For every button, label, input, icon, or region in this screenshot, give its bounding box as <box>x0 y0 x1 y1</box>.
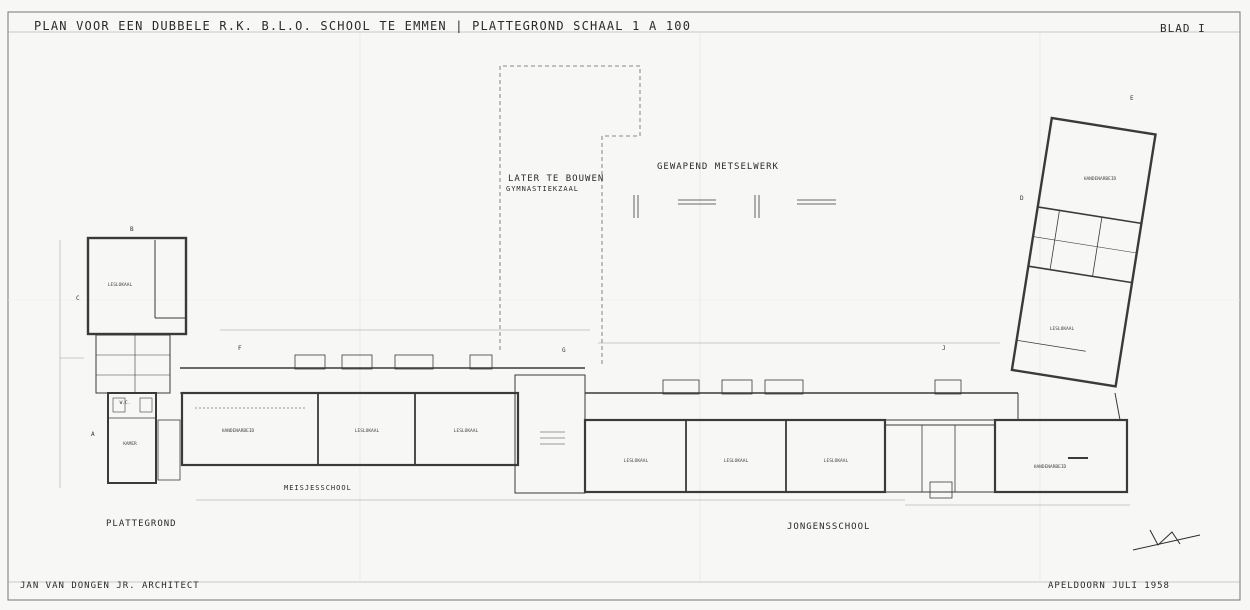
jongensschool-label: JONGENSSCHOOL <box>787 522 871 532</box>
section-marker-c: C <box>76 295 80 302</box>
section-marker-g: G <box>562 347 566 354</box>
gymnastiekzaal-label: GYMNASTIEKZAAL <box>506 185 580 193</box>
section-marker-e: E <box>1130 95 1134 102</box>
room-label: LESLOKAAL <box>1050 326 1075 332</box>
room-label: HANDENARBEID <box>1034 464 1067 470</box>
room-label: LESLOKAAL <box>824 458 849 464</box>
meisjesschool-block <box>180 354 586 494</box>
room-label: LESLOKAAL <box>724 458 749 464</box>
angled-wing <box>1010 116 1157 388</box>
room-labels: LESLOKAAL HANDENARBEID LESLOKAAL LESLOKA… <box>108 176 1117 470</box>
meisjesschool-label: MEISJESSCHOOL <box>284 484 352 492</box>
dimension-lines <box>59 240 1130 506</box>
room-label: LESLOKAAL <box>108 282 133 288</box>
room-label: HANDENARBEID <box>222 428 255 434</box>
architect-name: JAN VAN DONGEN JR. ARCHITECT <box>20 581 200 591</box>
plattegrond-label: PLATTEGROND <box>106 519 177 529</box>
room-label: W.C. <box>120 400 131 406</box>
section-marker-f: F <box>238 345 242 352</box>
room-label: KAMER <box>123 441 137 447</box>
room-label: HANDENARBEID <box>1084 176 1117 182</box>
north-arrow <box>1132 529 1201 551</box>
section-marker-a: A <box>91 431 95 438</box>
gewapend-metselwerk-label: GEWAPEND METSELWERK <box>657 162 779 172</box>
sheet-number: BLAD I <box>1160 22 1206 35</box>
section-marker-d: D <box>1020 195 1024 202</box>
room-label: LESLOKAAL <box>454 428 479 434</box>
room-label: LESLOKAAL <box>624 458 649 464</box>
left-wing <box>86 236 188 484</box>
jongensschool-block <box>583 379 1129 499</box>
future-gym-outline <box>499 65 641 365</box>
room-label: LESLOKAAL <box>355 428 380 434</box>
section-marker-j: J <box>942 345 946 352</box>
outer-border <box>7 11 1241 601</box>
section-marker-b: B <box>130 226 134 233</box>
place-and-date: APELDOORN JULI 1958 <box>1048 581 1170 591</box>
detail-sketches <box>633 195 836 218</box>
sheet-title: PLAN VOOR EEN DUBBELE R.K. B.L.O. SCHOOL… <box>34 19 692 33</box>
section-markers: A B C D E F G J <box>76 95 1134 438</box>
later-te-bouwen-label: LATER TE BOUWEN <box>508 174 605 184</box>
